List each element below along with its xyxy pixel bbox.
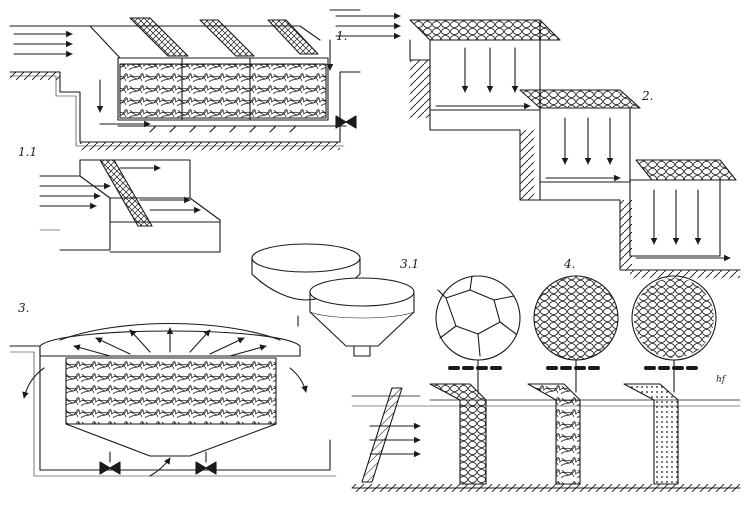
figure-3-dome-filter — [9, 322, 337, 477]
figure-label-3-1: 3.1 — [400, 257, 419, 271]
figure-2-stepped-cascade — [329, 9, 741, 278]
figure-label-4: 4. — [563, 257, 575, 271]
figure-label-1: 1. — [336, 29, 347, 43]
magnify-circle-medium — [533, 275, 619, 361]
figure-label-2: 2. — [641, 89, 653, 103]
figure-label-1-1: 1.1 — [18, 145, 37, 159]
figure-4-gravel-barriers — [351, 275, 741, 492]
figure-3-1-conical-tanks — [251, 243, 415, 357]
artist-signature: hf — [716, 375, 727, 385]
figure-1-1-channel — [39, 159, 221, 253]
magnify-circle-coarse — [435, 275, 521, 361]
figure-1-basin-filter — [9, 17, 361, 150]
magnify-circle-fine — [631, 275, 717, 361]
figure-label-3: 3. — [18, 301, 29, 315]
